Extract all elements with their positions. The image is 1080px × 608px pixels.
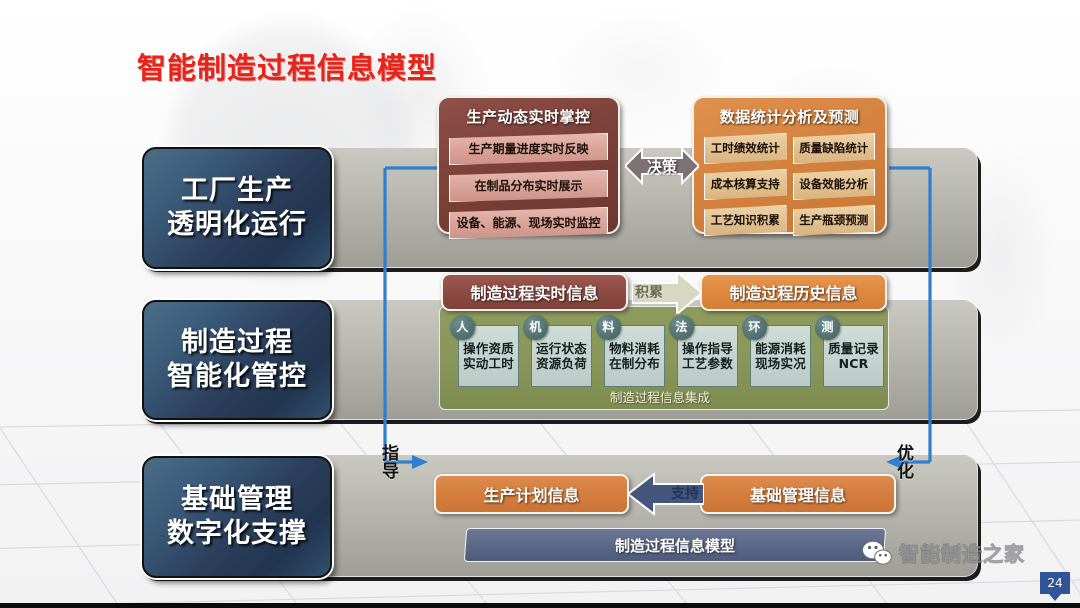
panel-data-statistics-prediction[interactable]: 数据统计分析及预测 工时绩效统计 质量缺陷统计 成本核算支持 设备效能分析 工艺… [692, 96, 887, 236]
factor-card-measurement[interactable]: 测 质量记录 NCR [815, 315, 884, 387]
stage3-line1: 基础管理 [181, 483, 293, 515]
factor-card-material-line2: 在制分布 [609, 356, 660, 371]
watermark: 智能制造之家 [862, 538, 1025, 567]
factor-card-material-line1: 物料消耗 [609, 340, 660, 356]
support-arrow: 支持 [626, 471, 705, 517]
stage3-line2: 数字化支撑 [167, 518, 307, 549]
guide-arrowhead [412, 455, 428, 469]
chip-process-knowledge[interactable]: 工艺知识积累 [704, 205, 787, 236]
stage-box-manufacturing-process[interactable]: 制造过程 智能化管控 [142, 300, 332, 420]
factor-badge-person: 人 [450, 315, 475, 340]
factor-card-method-line1: 操作指导 [682, 340, 733, 356]
bar-realtime-info[interactable]: 制造过程实时信息 [441, 273, 628, 311]
factor-card-material[interactable]: 料 物料消耗 在制分布 [596, 315, 665, 387]
stage2-line1: 制造过程 [181, 326, 293, 358]
panel-right-title: 数据统计分析及预测 [719, 108, 860, 126]
factor-card-method-line2: 工艺参数 [682, 356, 733, 371]
wechat-icon [862, 540, 892, 564]
factor-card-environment-line2: 现场实况 [755, 356, 806, 371]
factor-badge-method: 法 [669, 315, 694, 340]
factor-badge-machine: 机 [523, 315, 548, 340]
chip-production-progress[interactable]: 生产期量进度实时反映 [449, 133, 608, 165]
manufacturing-info-integration-box: 人 操作资质 实动工时 机 运行状态 资源负荷 料 物料消耗 在制分布 法 操作… [439, 306, 889, 410]
bottom-strip [0, 603, 1080, 608]
flow-label-guide: 指导 [382, 444, 399, 482]
factor-card-machine-line2: 资源负荷 [536, 356, 587, 371]
chip-bottleneck-prediction[interactable]: 生产瓶颈预测 [792, 205, 875, 236]
flow-label-optimize: 优化 [897, 444, 914, 482]
stage2-line2: 智能化管控 [167, 361, 307, 392]
decision-arrow-label: 决策 [646, 157, 677, 176]
watermark-text: 智能制造之家 [899, 542, 1025, 567]
factor-card-machine[interactable]: 机 运行状态 资源负荷 [523, 315, 592, 387]
chip-equipment-efficiency[interactable]: 设备效能分析 [792, 169, 875, 200]
chip-equipment-energy-monitor[interactable]: 设备、能源、现场实时监控 [449, 207, 608, 239]
factor-card-person[interactable]: 人 操作资质 实动工时 [450, 315, 519, 387]
page-number-badge: 24 [1040, 572, 1070, 601]
chip-cost-accounting[interactable]: 成本核算支持 [704, 169, 787, 200]
panel-production-realtime-control[interactable]: 生产动态实时掌控 生产期量进度实时反映 在制品分布实时展示 设备、能源、现场实时… [437, 96, 620, 239]
factor-card-person-line1: 操作资质 [463, 340, 514, 356]
stage-box-factory-production[interactable]: 工厂生产 透明化运行 [142, 147, 332, 269]
model-bar-label: 制造过程信息模型 [614, 536, 735, 555]
integration-caption: 制造过程信息集成 [609, 390, 710, 405]
page-title: 智能制造过程信息模型 [137, 51, 438, 85]
factor-card-measurement-line2: NCR [838, 356, 869, 371]
factor-badge-environment: 环 [742, 315, 767, 340]
bar-basic-management-info[interactable]: 基础管理信息 [700, 474, 896, 514]
factor-card-method[interactable]: 法 操作指导 工艺参数 [669, 315, 738, 387]
stage1-line1: 工厂生产 [181, 174, 293, 206]
accumulate-arrow: 积累 [631, 269, 704, 317]
factor-card-environment-line1: 能源消耗 [755, 340, 806, 356]
chip-wip-distribution[interactable]: 在制品分布实时展示 [449, 170, 608, 202]
factor-badge-measurement: 测 [815, 315, 840, 340]
bar-production-plan-info[interactable]: 生产计划信息 [434, 474, 629, 514]
decision-double-arrow: 决策 [623, 143, 701, 189]
factor-card-environment[interactable]: 环 能源消耗 现场实况 [742, 315, 811, 387]
chip-quality-defect[interactable]: 质量缺陷统计 [792, 133, 875, 164]
panel-left-title: 生产动态实时掌控 [466, 108, 591, 126]
factor-card-measurement-line1: 质量记录 [828, 340, 879, 356]
panel-right-chip-grid: 工时绩效统计 质量缺陷统计 成本核算支持 设备效能分析 工艺知识积累 生产瓶颈预… [704, 133, 875, 236]
factor-card-machine-line1: 运行状态 [536, 340, 587, 356]
factor-card-person-line2: 实动工时 [463, 356, 514, 371]
bar-process-information-model[interactable]: 制造过程信息模型 [463, 528, 887, 562]
accumulate-arrow-label: 积累 [635, 285, 663, 301]
support-arrow-label: 支持 [671, 486, 699, 502]
factor-badge-material: 料 [596, 315, 621, 340]
bar-history-info[interactable]: 制造过程历史信息 [700, 273, 887, 311]
optimize-arrowhead [886, 455, 902, 469]
chip-labor-performance[interactable]: 工时绩效统计 [704, 133, 787, 164]
stage1-line2: 透明化运行 [167, 209, 307, 240]
stage-box-basic-management[interactable]: 基础管理 数字化支撑 [142, 456, 332, 578]
